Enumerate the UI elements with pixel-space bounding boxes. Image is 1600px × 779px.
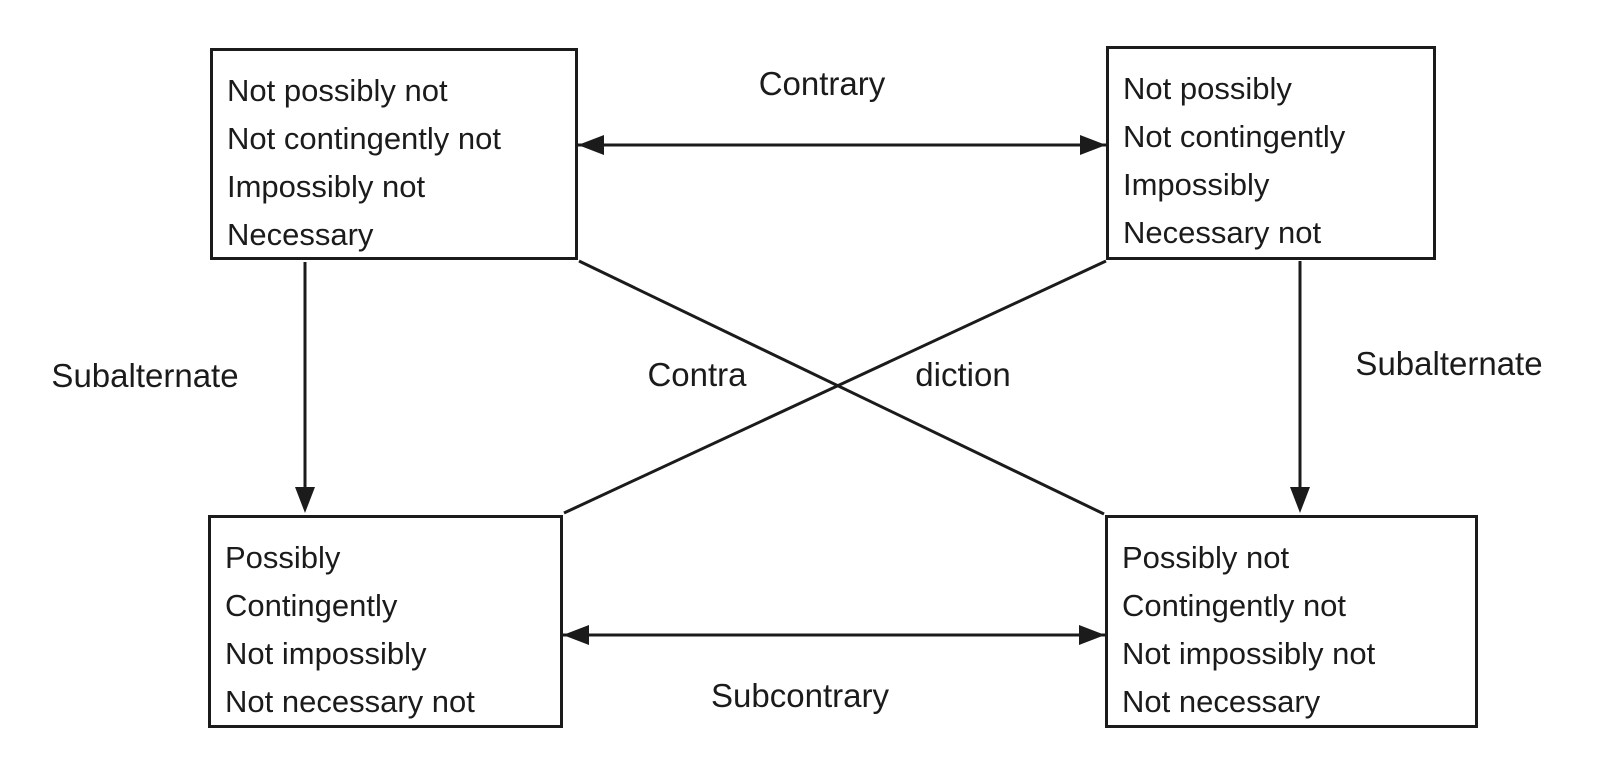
- contrary-arrowhead-right: [1080, 135, 1106, 155]
- contradiction-diagonal-right-to-left: [563, 259, 1107, 515]
- subalternate-right-label: Subalternate: [1355, 345, 1543, 382]
- subcontrary-arrowhead-left: [563, 625, 589, 645]
- contradiction-label-left: Contra: [647, 356, 747, 393]
- node-line: Not possibly not: [227, 73, 448, 108]
- node-line: Impossibly not: [227, 169, 426, 204]
- contradiction-diagonal-left-to-right: [578, 259, 1105, 516]
- node-top-left: Not possibly not Not contingently not Im…: [210, 48, 578, 260]
- contrary-label: Contrary: [758, 65, 886, 102]
- node-bottom-left: Possibly Contingently Not impossibly Not…: [208, 515, 563, 728]
- subalternate-right-arrowhead: [1290, 487, 1310, 513]
- contrary-arrowhead-left: [578, 135, 604, 155]
- subalternate-left-label: Subalternate: [51, 357, 239, 394]
- subalternate-left-arrowhead: [295, 487, 315, 513]
- node-line: Possibly not: [1122, 540, 1290, 575]
- node-line: Not necessary: [1122, 684, 1321, 719]
- node-line: Not possibly: [1123, 71, 1292, 106]
- node-line: Contingently not: [1122, 588, 1347, 623]
- subcontrary-label: Subcontrary: [711, 677, 889, 714]
- node-line: Necessary not: [1123, 215, 1322, 250]
- subcontrary-arrowhead-right: [1079, 625, 1105, 645]
- node-top-right: Not possibly Not contingently Impossibly…: [1106, 46, 1436, 260]
- contradiction-label-right: diction: [915, 356, 1011, 393]
- node-line: Not contingently not: [227, 121, 502, 156]
- node-line: Not necessary not: [225, 684, 475, 719]
- node-bottom-right: Possibly not Contingently not Not imposs…: [1105, 515, 1478, 728]
- node-line: Contingently: [225, 588, 398, 623]
- node-line: Necessary: [227, 217, 374, 252]
- node-line: Impossibly: [1123, 167, 1270, 202]
- node-line: Not impossibly: [225, 636, 427, 671]
- node-line: Possibly: [225, 540, 341, 575]
- node-line: Not impossibly not: [1122, 636, 1376, 671]
- node-line: Not contingently: [1123, 119, 1346, 154]
